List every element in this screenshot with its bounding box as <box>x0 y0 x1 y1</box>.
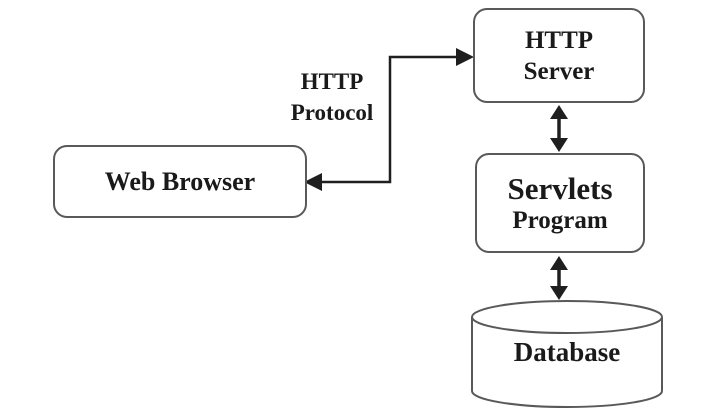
node-servlets-label-line2: Program <box>512 207 608 234</box>
node-http-server-label-line2: Server <box>523 57 595 85</box>
arrowhead-down-icon <box>550 138 568 152</box>
node-servlets-program: Servlets Program <box>475 153 645 253</box>
node-http-server-label-line1: HTTP <box>524 26 594 54</box>
node-servlets-label-line1: Servlets <box>507 171 613 206</box>
arrowhead-down-icon <box>550 286 568 300</box>
edge-label-http-protocol: HTTP Protocol <box>268 66 396 128</box>
node-http-server: HTTP Server <box>473 8 645 103</box>
arrowhead-up-icon <box>550 105 568 119</box>
double-arrow-servlets-database <box>550 256 568 300</box>
edge-label-http-protocol-line1: HTTP <box>300 69 364 94</box>
edge-label-http-protocol-line2: Protocol <box>290 100 374 125</box>
arrowhead-up-icon <box>550 256 568 270</box>
arrowhead-right-icon <box>456 48 474 66</box>
node-database-label: Database <box>513 337 621 367</box>
double-arrow-server-servlets <box>550 105 568 152</box>
node-web-browser: Web Browser <box>53 145 307 218</box>
node-web-browser-label: Web Browser <box>104 166 256 196</box>
